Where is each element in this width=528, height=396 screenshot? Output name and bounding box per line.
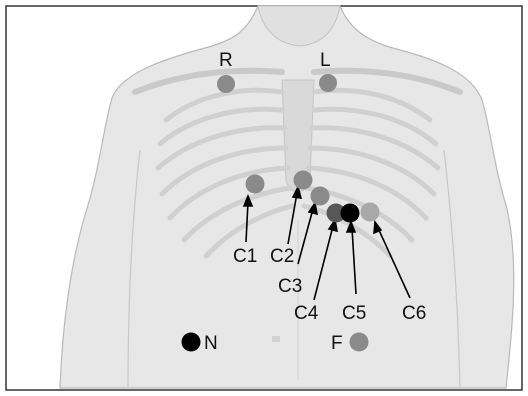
electrode-f	[350, 333, 369, 352]
label-c5: C5	[342, 303, 366, 324]
label-c6: C6	[402, 303, 426, 324]
electrode-l	[319, 74, 337, 92]
label-c4: C4	[294, 303, 319, 324]
navel	[272, 336, 280, 342]
label-l: L	[320, 50, 331, 71]
label-c1: C1	[233, 246, 257, 267]
electrode-n	[182, 333, 201, 352]
label-c2: C2	[270, 246, 294, 267]
electrode-c6	[361, 203, 380, 222]
electrode-c2	[294, 171, 313, 190]
label-n: N	[204, 333, 218, 354]
electrode-c5	[341, 204, 360, 223]
electrode-r	[217, 75, 235, 93]
label-c3: C3	[278, 276, 302, 297]
electrode-c1	[246, 175, 265, 194]
electrode-c3	[311, 187, 330, 206]
label-r: R	[219, 50, 233, 71]
label-f: F	[331, 333, 343, 354]
